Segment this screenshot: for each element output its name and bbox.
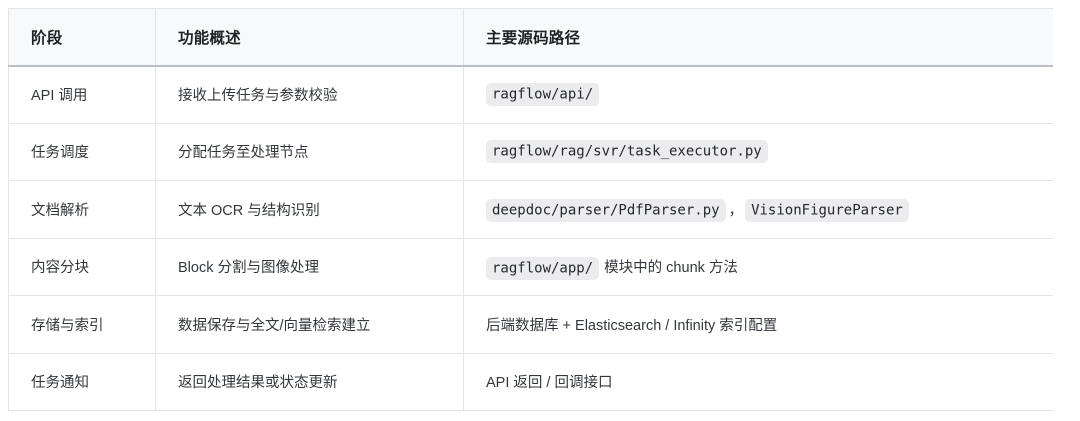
cell-path: ragflow/api/ [463,65,1053,124]
column-header-path: 主要源码路径 [463,8,1053,67]
table-body: API 调用 接收上传任务与参数校验 ragflow/api/ 任务调度 分配任… [8,65,1053,411]
table-row: API 调用 接收上传任务与参数校验 ragflow/api/ [8,65,1053,124]
cell-summary: 接收上传任务与参数校验 [155,65,464,124]
table-header-row: 阶段 功能概述 主要源码路径 [8,8,1053,67]
cell-summary: 文本 OCR 与结构识别 [155,180,464,239]
cell-stage: 存储与索引 [8,295,156,354]
code-separator: ， [728,202,744,219]
cell-stage: 任务调度 [8,123,156,181]
cell-stage: 内容分块 [8,238,156,296]
cell-summary: 数据保存与全文/向量检索建立 [155,295,464,354]
cell-path: ragflow/app/模块中的 chunk 方法 [463,238,1053,296]
table-row: 内容分块 Block 分割与图像处理 ragflow/app/模块中的 chun… [8,238,1053,296]
pipeline-table: 阶段 功能概述 主要源码路径 API 调用 接收上传任务与参数校验 ragflo… [8,8,1053,411]
table-row: 文档解析 文本 OCR 与结构识别 deepdoc/parser/PdfPars… [8,180,1053,239]
code-chip: VisionFigureParser [745,199,909,223]
code-chip: ragflow/api/ [486,83,600,106]
cell-stage: 任务通知 [8,353,156,411]
table-row: 任务调度 分配任务至处理节点 ragflow/rag/svr/task_exec… [8,123,1053,181]
cell-path: deepdoc/parser/PdfParser.py，VisionFigure… [463,180,1053,239]
code-chip: ragflow/rag/svr/task_executor.py [486,140,768,164]
code-chip: ragflow/app/ [486,256,600,280]
cell-path: 后端数据库 + Elasticsearch / Infinity 索引配置 [463,295,1053,354]
cell-path: ragflow/rag/svr/task_executor.py [463,123,1053,181]
code-chip: deepdoc/parser/PdfParser.py [486,199,726,223]
table-header: 阶段 功能概述 主要源码路径 [8,8,1053,67]
column-header-stage: 阶段 [8,8,156,67]
column-header-summary: 功能概述 [155,8,464,67]
cell-summary: 分配任务至处理节点 [155,123,464,181]
path-trailing-text: 模块中的 chunk 方法 [604,260,738,277]
cell-summary: 返回处理结果或状态更新 [155,353,464,411]
table-row: 任务通知 返回处理结果或状态更新 API 返回 / 回调接口 [8,353,1053,411]
cell-path: API 返回 / 回调接口 [463,353,1053,411]
table-row: 存储与索引 数据保存与全文/向量检索建立 后端数据库 + Elasticsear… [8,295,1053,354]
pipeline-table-container: 阶段 功能概述 主要源码路径 API 调用 接收上传任务与参数校验 ragflo… [8,8,1053,413]
cell-stage: API 调用 [8,65,156,124]
cell-stage: 文档解析 [8,180,156,239]
cell-summary: Block 分割与图像处理 [155,238,464,296]
